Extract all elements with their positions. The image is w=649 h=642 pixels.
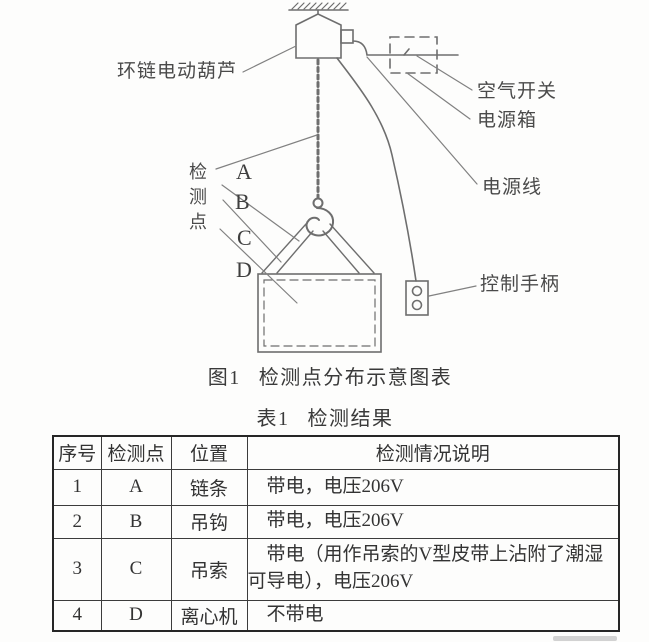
table-header-row: 序号 检测点 位置 检测情况说明 [52, 435, 620, 470]
label-power-line: 电源线 [482, 177, 543, 198]
label-point-b: B [235, 189, 250, 214]
leader-air-switch [416, 55, 473, 91]
scan-artifact [553, 636, 617, 641]
header-index: 序号 [52, 435, 102, 470]
cell-description: 不带电 [246, 599, 620, 632]
label-detection-points: 检测点 [187, 162, 207, 237]
leader-hoist [242, 45, 297, 73]
cell-description: 带电（用作吊索的V型皮带上沾附了潮湿可导电），电压206V [246, 537, 620, 601]
load-box [257, 273, 382, 353]
cell-location: 离心机 [170, 599, 248, 632]
table-row: 3 C 吊索 带电（用作吊索的V型皮带上沾附了潮湿可导电），电压206V [52, 537, 620, 601]
figure-caption-text: 检测点分布示意图表 [258, 367, 453, 389]
results-table-container: 序号 检测点 位置 检测情况说明 1 A 链条 带电，电压206V 2 B 吊钩 [52, 435, 620, 632]
leader-point-b [221, 184, 300, 242]
leader-lines [215, 45, 478, 304]
label-point-c: C [237, 225, 252, 250]
figure-caption: 图1 检测点分布示意图表 [130, 361, 530, 390]
cell-no: 3 [52, 537, 102, 601]
label-point-a: A [236, 159, 252, 184]
cell-description: 带电，电压206V [246, 468, 620, 506]
table-title-text: 检测结果 [307, 408, 394, 430]
cell-description: 带电，电压206V [246, 504, 620, 539]
cell-point: B [100, 504, 172, 539]
hook [305, 197, 335, 237]
cell-point: A [100, 468, 172, 506]
cell-location: 链条 [170, 468, 248, 506]
cell-no: 2 [52, 504, 102, 539]
cell-point: D [100, 599, 172, 632]
control-handle [405, 280, 429, 316]
header-point: 检测点 [100, 435, 172, 470]
header-location: 位置 [170, 435, 248, 470]
slings [261, 223, 375, 274]
table-title-number: 表1 [256, 408, 290, 430]
table-title: 表1 检测结果 [125, 402, 525, 431]
leader-power-line [366, 56, 478, 185]
cell-no: 1 [52, 468, 102, 506]
label-control-handle: 控制手柄 [480, 274, 561, 295]
label-point-d: D [236, 257, 252, 282]
control-cable [336, 57, 417, 282]
leader-point-a [215, 134, 318, 170]
figure-caption-number: 图1 [207, 367, 241, 389]
cell-no: 4 [52, 599, 102, 632]
cell-point: C [100, 537, 172, 601]
label-hoist: 环链电动葫芦 [117, 61, 238, 82]
hoist-connector [340, 29, 354, 44]
header-description: 检测情况说明 [246, 435, 620, 470]
detection-results-table: 序号 检测点 位置 检测情况说明 1 A 链条 带电，电压206V 2 B 吊钩 [52, 435, 620, 632]
cell-location: 吊索 [170, 537, 248, 601]
leader-point-c [222, 199, 282, 263]
label-air-switch: 空气开关 [477, 81, 558, 102]
cell-location: 吊钩 [170, 504, 248, 539]
leader-point-d [219, 228, 298, 304]
leader-power-box [406, 72, 471, 120]
table-row: 1 A 链条 带电，电压206V [52, 468, 620, 506]
power-box-dashed [389, 36, 438, 74]
label-power-box: 电源箱 [477, 110, 538, 131]
leader-control-handle [428, 285, 477, 297]
power-line [352, 40, 459, 56]
figure-diagram [215, 2, 478, 353]
table-row: 4 D 离心机 不带电 [52, 599, 620, 632]
hoist-body [295, 13, 354, 59]
table-row: 2 B 吊钩 带电，电压206V [52, 504, 620, 539]
air-switch-symbol [403, 48, 410, 56]
ceiling-mount [288, 2, 349, 15]
